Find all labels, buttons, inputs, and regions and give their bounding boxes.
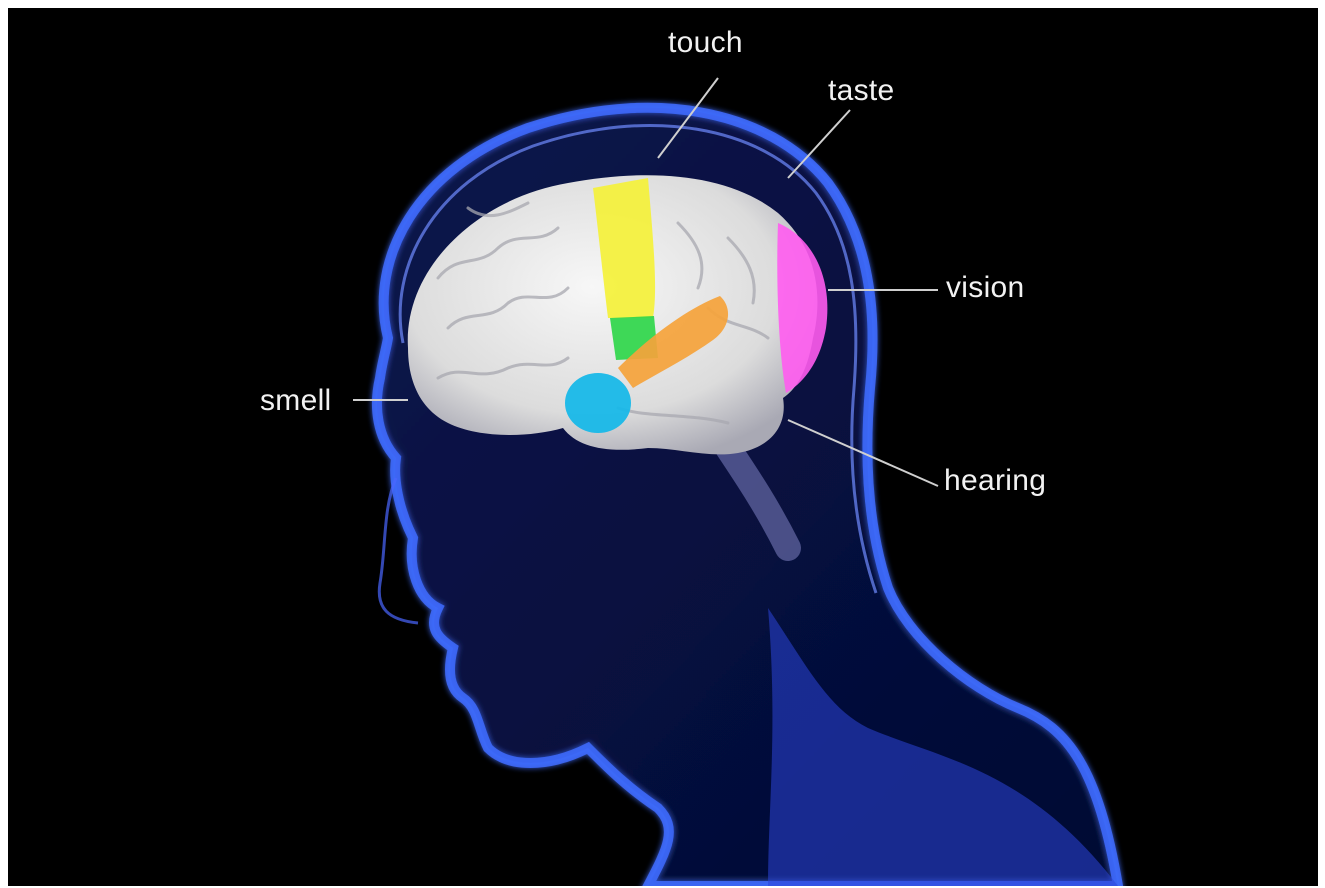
diagram-canvas: touch taste vision smell hearing — [8, 8, 1318, 886]
label-smell: smell — [260, 386, 332, 416]
head-brain-illustration — [8, 8, 1318, 886]
label-vision: vision — [946, 273, 1025, 303]
smell-region — [565, 373, 631, 433]
label-taste: taste — [828, 76, 895, 106]
label-hearing: hearing — [944, 466, 1046, 496]
label-touch: touch — [668, 28, 743, 58]
